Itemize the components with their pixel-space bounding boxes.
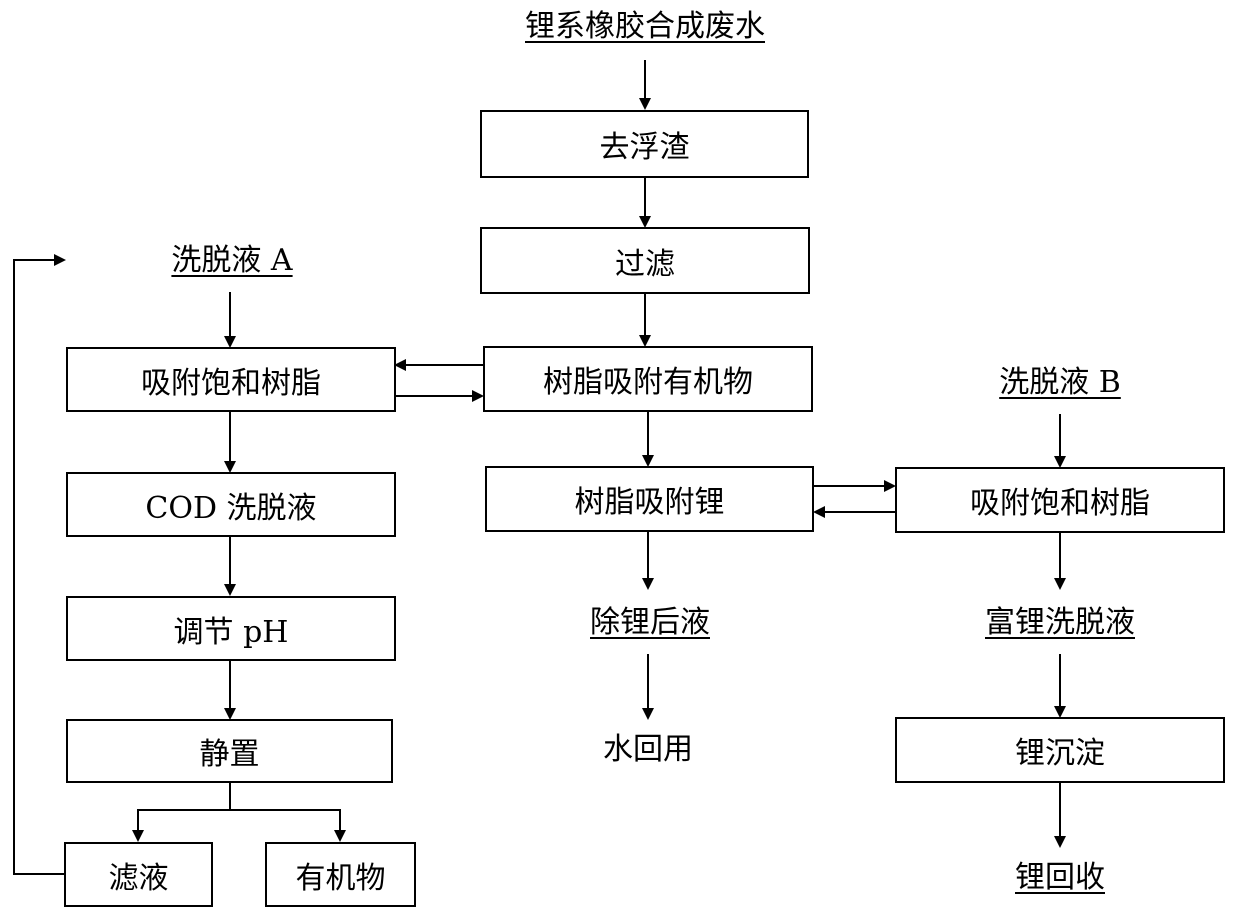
split-connector bbox=[132, 783, 231, 842]
eluent-b-label: 洗脱液 B bbox=[999, 365, 1121, 400]
filtrate: 滤液 bbox=[64, 842, 213, 907]
step-remove-scum: 去浮渣 bbox=[480, 110, 809, 178]
step-resin-adsorb-organics: 树脂吸附有机物 bbox=[483, 346, 813, 412]
step-filtration: 过滤 bbox=[480, 227, 810, 294]
right-saturated-resin: 吸附饱和树脂 bbox=[895, 467, 1225, 533]
lithium-removed-liquid-label: 除锂后液 bbox=[590, 605, 710, 640]
lithium-recovery-label: 锂回收 bbox=[1015, 860, 1105, 895]
step-resin-adsorb-lithium: 树脂吸附锂 bbox=[485, 466, 814, 532]
lithium-rich-eluate-label: 富锂洗脱液 bbox=[985, 605, 1135, 640]
eluent-a-label: 洗脱液 A bbox=[171, 243, 293, 278]
organics: 有机物 bbox=[265, 842, 416, 907]
split-connector-right bbox=[230, 809, 346, 842]
settle: 静置 bbox=[66, 719, 393, 783]
recycle-loop bbox=[13, 254, 66, 875]
adjust-ph: 调节 pH bbox=[66, 596, 396, 661]
lithium-precipitation: 锂沉淀 bbox=[895, 717, 1225, 783]
left-saturated-resin: 吸附饱和树脂 bbox=[66, 347, 396, 412]
source-label: 锂系橡胶合成废水 bbox=[525, 9, 765, 44]
cod-eluate: COD 洗脱液 bbox=[66, 472, 396, 537]
water-reuse-label: 水回用 bbox=[603, 732, 693, 767]
